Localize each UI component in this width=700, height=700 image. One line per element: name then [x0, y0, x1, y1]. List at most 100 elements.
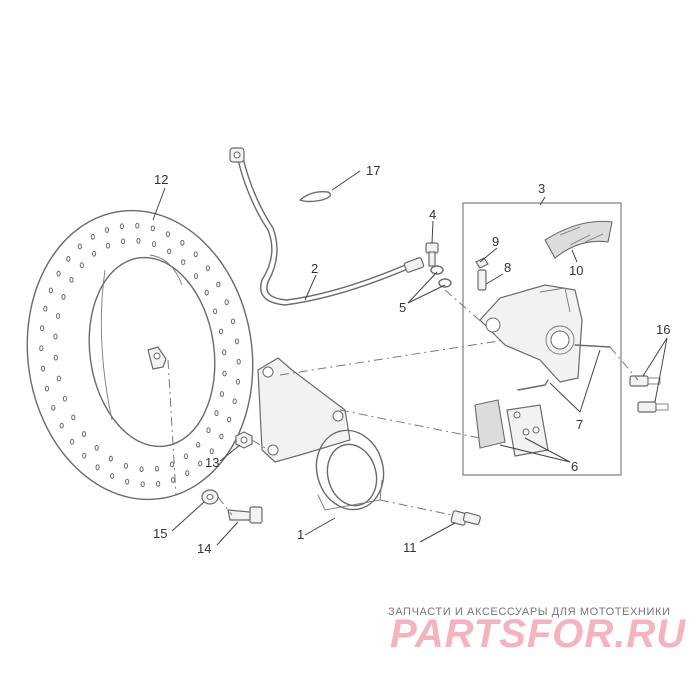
- disc-hole: [43, 305, 48, 312]
- brake-disc: [26, 209, 254, 501]
- disc-hole: [180, 239, 185, 246]
- disc-hole: [193, 251, 198, 258]
- bolt: [227, 506, 263, 524]
- disc-hole: [216, 281, 221, 288]
- callout-labels: 1 2 3 4 5 6 7 8 9 10 11 12 13 14 15 16 1…: [153, 163, 670, 556]
- disc-hole: [205, 265, 210, 272]
- disc-hole: [209, 448, 214, 455]
- brake-caliper: [479, 284, 611, 383]
- leader-lines: [152, 170, 668, 546]
- alignment-lines: [167, 289, 639, 516]
- disc-hole: [94, 445, 99, 451]
- disc-hole: [56, 270, 61, 277]
- callout-15: 15: [153, 526, 167, 541]
- bleed-screw: [477, 269, 487, 291]
- disc-hole: [219, 328, 224, 335]
- pad-spring: [544, 220, 613, 259]
- callout-1: 1: [297, 527, 304, 542]
- disc-hole: [66, 256, 71, 262]
- disc-hole: [90, 233, 95, 240]
- callout-13: 13: [205, 455, 219, 470]
- disc-hole: [77, 243, 82, 250]
- caliper-bracket: [257, 357, 385, 511]
- callout-12: 12: [154, 172, 168, 187]
- disc-hole: [230, 318, 236, 325]
- disc-hole: [224, 299, 229, 306]
- nut: [235, 431, 253, 449]
- disc-hole: [165, 231, 170, 238]
- disc-hole: [48, 287, 54, 294]
- disc-hole: [235, 378, 240, 385]
- callout-5: 5: [399, 300, 406, 315]
- callout-6: 6: [571, 459, 578, 474]
- disc-hole: [152, 241, 157, 248]
- disc-hole: [82, 452, 87, 459]
- disc-hole: [70, 438, 75, 445]
- disc-hole: [62, 395, 68, 402]
- disc-hole: [81, 431, 87, 437]
- disc-hole: [227, 416, 232, 423]
- disc-hole: [219, 391, 224, 397]
- disc-hole: [156, 480, 161, 487]
- disc-hole: [51, 404, 56, 411]
- callout-4: 4: [429, 207, 436, 222]
- disc-hole: [59, 422, 64, 429]
- disc-hole: [167, 248, 172, 255]
- disc-hole: [204, 289, 209, 296]
- disc-hole: [181, 259, 186, 266]
- disc-hole: [139, 466, 144, 473]
- disc-hole: [171, 477, 176, 483]
- callout-3: 3: [538, 181, 545, 196]
- disc-hole: [214, 410, 219, 417]
- pad-pins: [517, 379, 549, 391]
- disc-hole: [222, 370, 227, 377]
- disc-hole: [40, 365, 46, 372]
- sealing-washers: [430, 265, 452, 288]
- disc-hole: [222, 349, 227, 356]
- disc-hole: [193, 273, 199, 279]
- callout-7: 7: [576, 417, 583, 432]
- caliper-assembly-box: [462, 202, 622, 476]
- spacer-bolt: [450, 510, 481, 526]
- watermark-tagline: ЗАПЧАСТИ И АКСЕССУАРЫ ДЛЯ МОТОТЕХНИКИ: [388, 606, 671, 618]
- disc-hole: [198, 460, 203, 467]
- disc-hole: [125, 478, 130, 485]
- disc-hole: [232, 398, 237, 405]
- callout-10: 10: [569, 263, 583, 278]
- disc-hole: [40, 325, 45, 332]
- disc-hole: [79, 262, 84, 269]
- disc-hole: [206, 427, 211, 434]
- disc-hole: [185, 470, 190, 477]
- hose-clip: [299, 190, 332, 203]
- disc-hole: [234, 338, 240, 345]
- disc-hole: [105, 242, 111, 249]
- disc-hole: [95, 464, 100, 471]
- disc-holes: [39, 222, 241, 488]
- disc-hole: [169, 461, 175, 468]
- disc-hole: [92, 250, 97, 257]
- disc-hole: [120, 238, 126, 245]
- disc-hole: [53, 333, 58, 340]
- disc-hole: [53, 354, 58, 361]
- disc-hole: [69, 276, 74, 283]
- callout-2: 2: [311, 261, 318, 276]
- washer: [201, 489, 219, 505]
- disc-hole: [71, 414, 76, 421]
- disc-hole: [61, 294, 66, 300]
- brake-hose: [229, 147, 425, 306]
- callout-17: 17: [366, 163, 380, 178]
- disc-hole: [110, 473, 115, 479]
- disc-hole: [104, 227, 110, 233]
- disc-hole: [123, 462, 129, 469]
- bleed-cap: [475, 257, 489, 269]
- callout-8: 8: [504, 260, 511, 275]
- disc-hole: [56, 375, 62, 382]
- disc-hole: [236, 358, 241, 365]
- disc-hole: [219, 433, 224, 440]
- disc-hole: [108, 455, 113, 462]
- disc-hole: [213, 308, 218, 315]
- disc-hole: [119, 223, 125, 230]
- disc-hole: [140, 481, 145, 488]
- disc-hole: [135, 222, 140, 229]
